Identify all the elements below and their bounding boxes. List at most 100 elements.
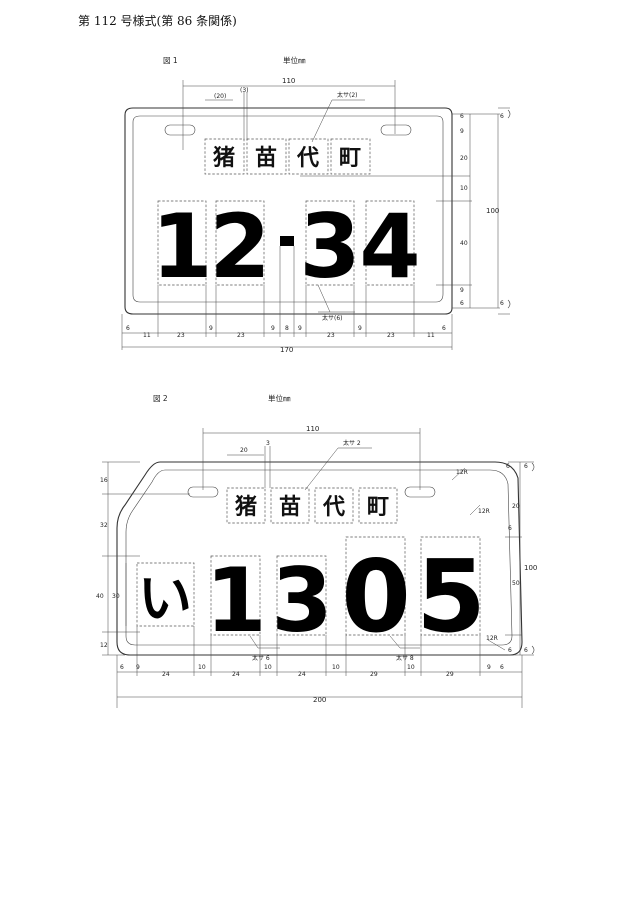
town-char: 代 — [296, 146, 319, 171]
dim-label: 9 — [460, 287, 464, 294]
dim-label: 6 — [524, 647, 528, 654]
figure-1-caption: 図 1 — [163, 56, 178, 65]
dim-label: 170 — [280, 346, 293, 354]
dim-label: 6 — [500, 664, 504, 671]
radius-label: 12R — [478, 508, 490, 515]
dim-label: (3) — [240, 87, 249, 94]
dim-label: 29 — [446, 671, 454, 678]
town-char: 猪 — [235, 494, 257, 520]
plate-2-inner-rim — [125, 469, 513, 646]
dim-label: 9 — [136, 664, 140, 671]
dim-label: 10 — [407, 664, 415, 671]
stroke-label: 太サ(6) — [322, 314, 343, 322]
dim-label: 24 — [232, 671, 240, 678]
plate-digit: 5 — [416, 538, 486, 655]
dim-label: 9 — [209, 325, 213, 332]
digit-box-2 — [276, 555, 327, 636]
plate-1-outline — [124, 107, 453, 315]
dim-label: 10 — [198, 664, 206, 671]
dim-label: 6 — [500, 300, 504, 307]
dim-label: 16 — [100, 477, 108, 484]
dim-label: 110 — [282, 77, 295, 85]
figure-2-unit: 単位㎜ — [268, 393, 291, 403]
dim-label: 11 — [143, 332, 151, 339]
dim-label: 6 — [126, 325, 130, 332]
town-char: 苗 — [279, 495, 301, 520]
dim-label: 40 — [96, 593, 104, 600]
dim-label: 9 — [358, 325, 362, 332]
dim-label: 23 — [237, 332, 245, 339]
page-title: 第 112 号様式(第 86 条関係) — [78, 14, 237, 28]
dim-label: 20 — [512, 503, 520, 510]
plate-2-outline — [116, 461, 523, 656]
dim-label: 23 — [387, 332, 395, 339]
digit-box-2 — [215, 200, 265, 286]
plate-digit: 1 — [205, 549, 266, 652]
dim-label: 9 — [298, 325, 302, 332]
radius-label: 12R — [456, 469, 468, 476]
dim-label: 9 — [271, 325, 275, 332]
dim-label: 23 — [177, 332, 185, 339]
dim-label: 10 — [264, 664, 272, 671]
town-box-1 — [204, 138, 245, 175]
digit-box-1 — [210, 555, 261, 636]
digit-box-4 — [365, 200, 415, 286]
kana-box — [136, 562, 195, 627]
dim-label: 6 — [524, 463, 528, 470]
digit-box-1 — [157, 200, 207, 286]
dim-label: 6 — [500, 113, 504, 120]
dim-label: 6 — [120, 664, 124, 671]
plate-digit: 3 — [271, 549, 332, 652]
dim-label: (20) — [214, 93, 226, 100]
mount-hole-left — [164, 124, 196, 136]
plate-1-inner-rim — [132, 115, 444, 303]
figure-2-caption: 図 2 — [153, 394, 168, 403]
dim-label: 8 — [285, 325, 289, 332]
dim-label: 24 — [298, 671, 306, 678]
figure-1: 図 1 単位㎜ 猪 苗 代 町 1 2 3 4 — [121, 55, 511, 354]
dim-label: 23 — [327, 332, 335, 339]
dim-label: 9 — [487, 664, 491, 671]
dim-label: 20 — [460, 155, 468, 162]
town-box-1 — [226, 487, 266, 524]
mount-hole-right — [380, 124, 412, 136]
plate-digit: 2 — [209, 195, 270, 298]
stroke-label: 太サ(2) — [337, 91, 358, 99]
town-box-3 — [314, 487, 354, 524]
plate-digit: 0 — [341, 538, 411, 655]
dim-label: 6 — [460, 113, 464, 120]
dim-label: 100 — [524, 564, 537, 572]
dim-label: 11 — [427, 332, 435, 339]
dim-label: 30 — [112, 593, 120, 600]
dim-label: 10 — [460, 185, 468, 192]
dim-label: 50 — [512, 580, 520, 587]
figure-1-unit: 単位㎜ — [283, 55, 306, 65]
figure-2: 図 2 単位㎜ 猪 苗 代 町 い 1 3 0 5 — [96, 393, 537, 708]
town-box-2 — [270, 487, 310, 524]
town-box-3 — [288, 138, 329, 175]
stroke-label: 太サ 6 — [252, 654, 270, 662]
plate-kana: い — [138, 567, 192, 630]
dim-label: 20 — [240, 447, 248, 454]
dim-label: 6 — [442, 325, 446, 332]
dim-label: 12 — [100, 642, 108, 649]
dim-label: 6 — [460, 300, 464, 307]
edge-section — [531, 462, 535, 655]
dim-label: 40 — [460, 240, 468, 247]
plate-hyphen — [280, 236, 294, 246]
edge-section — [507, 109, 511, 309]
dim-label: 6 — [506, 463, 510, 470]
town-char: 町 — [367, 495, 389, 520]
dim-label: 3 — [266, 440, 270, 447]
town-char: 猪 — [213, 145, 235, 171]
dim-label: 200 — [313, 696, 326, 704]
dim-label: 24 — [162, 671, 170, 678]
digit-box-3 — [345, 536, 406, 636]
town-box-4 — [330, 138, 371, 175]
digit-box-3 — [305, 200, 355, 286]
dim-label: 6 — [508, 525, 512, 532]
dim-label: 32 — [100, 522, 108, 529]
dim-label: 6 — [508, 647, 512, 654]
